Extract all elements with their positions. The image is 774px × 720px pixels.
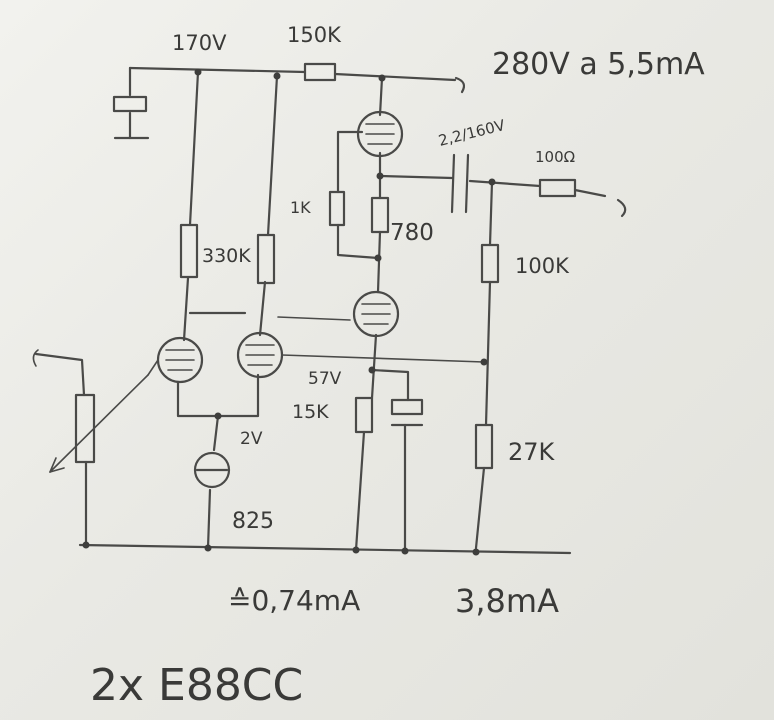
wire-100ohm-out xyxy=(573,188,607,198)
junction-dot xyxy=(472,548,480,556)
wire-ground-rail xyxy=(78,543,572,555)
label-r-100k: 100K xyxy=(515,254,570,278)
resistor-780 xyxy=(370,196,390,234)
wire-15k-to-ground xyxy=(354,430,366,552)
label-cap-coupling: 2,2/160V xyxy=(437,116,508,150)
label-v-57: 57V xyxy=(308,369,342,389)
wire-lower-cathode xyxy=(370,333,378,400)
tube-electrodes xyxy=(361,303,391,325)
output-terminal-bottom xyxy=(616,198,627,218)
resistor-330k-right xyxy=(256,233,276,285)
wire-27k-to-ground xyxy=(474,466,486,550)
junction-dots xyxy=(82,68,496,556)
wire-cathode-cap xyxy=(370,368,410,402)
resistor-27k xyxy=(474,423,494,470)
junction-dot xyxy=(214,412,222,420)
wire-top-rail-left xyxy=(128,66,307,74)
junction-dot xyxy=(376,172,384,180)
label-current-right: 3,8mA xyxy=(455,582,559,620)
label-r-27k: 27K xyxy=(508,438,556,466)
wire-top-rail-right xyxy=(333,72,457,82)
output-terminal-top xyxy=(454,76,466,94)
junction-dot xyxy=(401,547,409,555)
pot-to-grid xyxy=(147,359,159,376)
wire-input xyxy=(34,352,86,397)
capacitor-plate-left xyxy=(450,153,456,214)
tube-electrodes xyxy=(365,123,395,145)
wire-upper-tube-anode xyxy=(378,76,384,117)
capacitor-body xyxy=(112,95,148,113)
label-r-150k: 150K xyxy=(287,23,342,47)
label-led-825: 825 xyxy=(232,509,274,534)
tube-envelope xyxy=(236,331,284,379)
resistor-15k xyxy=(354,396,374,434)
wire-1k-top xyxy=(336,130,364,194)
led-circle xyxy=(193,451,231,489)
label-supply-out: 280V a 5,5mA xyxy=(492,47,705,82)
resistor-1k xyxy=(328,190,346,227)
tube-input-left xyxy=(156,336,204,384)
wire-to-cap xyxy=(378,174,454,180)
wire-led-to-ground xyxy=(206,488,212,550)
wire-grid-to-lower xyxy=(277,316,351,321)
wire-feedback-line xyxy=(281,354,485,363)
junction-dot xyxy=(204,544,212,552)
wire-100k-top xyxy=(488,180,494,247)
wire-rail-330k-right xyxy=(266,74,279,237)
junction-dot xyxy=(82,541,90,549)
wire-330k-left-low xyxy=(182,276,190,342)
junction-dot xyxy=(368,366,376,374)
tube-envelope xyxy=(356,110,404,158)
label-tubes: 2x E88CC xyxy=(90,660,303,711)
junction-dot xyxy=(378,74,386,82)
label-r-100ohm: 100Ω xyxy=(535,148,575,166)
resistor-150k xyxy=(303,62,337,82)
labels: 170V 150K 280V a 5,5mA 2,2/160V 100Ω 1K … xyxy=(90,23,705,711)
resistor-100k xyxy=(480,243,500,284)
tube-upper xyxy=(356,110,404,158)
tube-electrodes xyxy=(245,344,275,366)
led-current-source xyxy=(193,451,231,489)
bypass-capacitor xyxy=(112,95,150,140)
label-r-1k: 1K xyxy=(290,198,311,217)
resistor-100-ohm xyxy=(538,178,577,198)
tube-electrodes xyxy=(165,349,195,371)
tube-lower xyxy=(352,290,400,338)
junction-dot xyxy=(480,358,488,366)
pot-wiper-arrow xyxy=(49,374,149,473)
label-supply-top: 170V xyxy=(172,31,227,55)
wire-330k-right-low xyxy=(258,280,267,337)
junction-dot xyxy=(488,178,496,186)
cathode-capacitor xyxy=(390,398,424,427)
capacitor-body xyxy=(390,398,424,416)
wire-rail-330k-left xyxy=(188,70,200,227)
label-current-left: ≙0,74mA xyxy=(228,584,360,617)
junction-dot xyxy=(374,254,382,262)
wire-1k-bottom xyxy=(336,223,380,260)
label-r-780: 780 xyxy=(390,220,434,246)
junction-dot xyxy=(273,72,281,80)
tube-envelope xyxy=(156,336,204,384)
wires xyxy=(32,66,627,555)
label-r-15k: 15K xyxy=(292,401,329,423)
wire-cap-to-100ohm xyxy=(468,179,542,188)
capacitor-plate-right xyxy=(464,153,470,214)
label-v-2: 2V xyxy=(240,429,263,449)
wire-100k-to-27k xyxy=(484,280,492,427)
junction-dot xyxy=(352,546,360,554)
tube-input-right xyxy=(236,331,284,379)
resistor-330k-left xyxy=(179,223,199,279)
wire-to-led xyxy=(212,414,220,452)
coupling-capacitor xyxy=(450,153,470,214)
wire-cathode-link xyxy=(176,373,260,418)
input-terminal xyxy=(32,349,39,367)
tube-envelope xyxy=(352,290,400,338)
potentiometer xyxy=(74,393,96,464)
pot-arrowhead xyxy=(49,457,65,473)
wire-780-to-lower xyxy=(376,230,382,294)
junction-dot xyxy=(194,68,202,76)
label-r-330k: 330K xyxy=(202,245,251,267)
